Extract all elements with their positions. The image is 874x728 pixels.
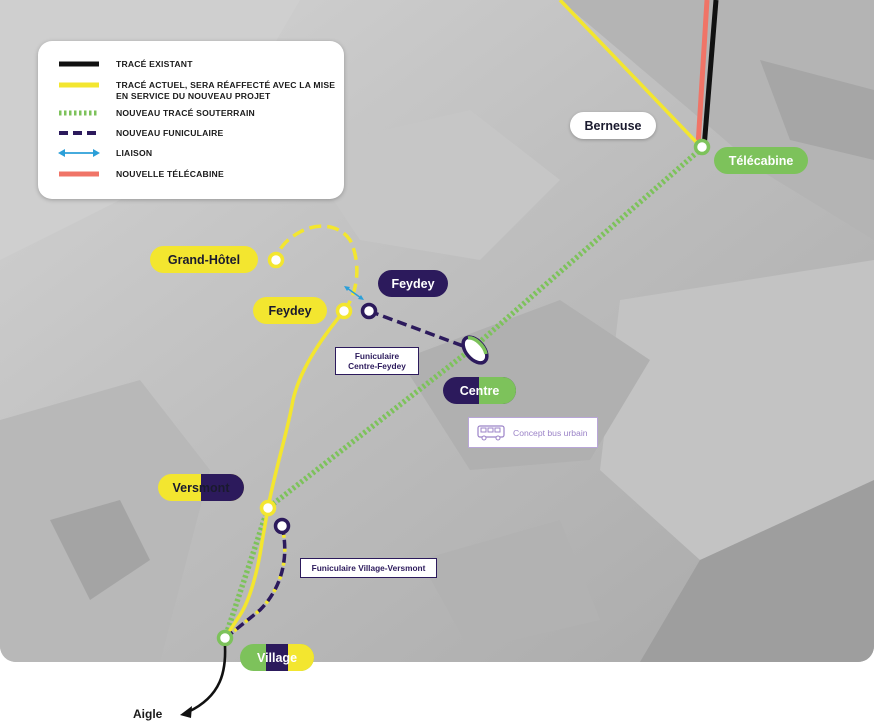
legend-label-gondola: NOUVELLE TÉLÉCABINE bbox=[116, 169, 224, 179]
legend-swatches bbox=[58, 61, 100, 177]
current-line-south bbox=[223, 309, 346, 639]
legend-label-underground: NOUVEAU TRACÉ SOUTERRAIN bbox=[116, 108, 255, 118]
station-label-grand-hotel[interactable]: Grand-Hôtel bbox=[150, 246, 258, 273]
gondola-line bbox=[695, 0, 710, 147]
station-label-telecabine[interactable]: Télécabine bbox=[714, 147, 808, 174]
aigle-arrow-icon bbox=[187, 645, 227, 714]
village-station-dot bbox=[216, 629, 234, 647]
station-label-berneuse[interactable]: Berneuse bbox=[570, 112, 656, 139]
legend-label-link: LIAISON bbox=[116, 148, 153, 158]
station-label-centre[interactable]: Centre bbox=[443, 377, 516, 404]
versmont-station-dot bbox=[259, 499, 277, 517]
funicular-village-versmont-label: Funiculaire Village-Versmont bbox=[300, 558, 437, 578]
liaison-arrow-icon bbox=[344, 286, 364, 300]
versmont-funicular-dot bbox=[273, 517, 291, 535]
funicular-centre-feydey-label: Funiculaire Centre-Feydey bbox=[335, 347, 419, 375]
funicular-centre-feydey-label-line1: Funiculaire bbox=[354, 351, 400, 361]
feydey-purple-station-dot bbox=[360, 302, 378, 320]
funicular-centre-feydey-label-line2: Centre-Feydey bbox=[348, 361, 406, 371]
station-label-feydey-purple[interactable]: Feydey bbox=[378, 270, 448, 297]
legend-label-current: TRACÉ ACTUEL, SERA RÉAFFECTÉ AVEC LA MIS… bbox=[116, 80, 336, 101]
concept-bus-text: Concept bus urbain bbox=[513, 427, 588, 438]
legend-swatch-link bbox=[58, 149, 100, 157]
grand-hotel-station-dot bbox=[267, 251, 285, 269]
bus-icon bbox=[477, 424, 505, 440]
legend-label-funicular: NOUVEAU FUNICULAIRE bbox=[116, 128, 224, 138]
feydey-yellow-station-dot bbox=[335, 302, 353, 320]
station-label-village[interactable]: Village bbox=[240, 644, 314, 671]
funicular-village-versmont bbox=[226, 525, 287, 638]
station-label-versmont[interactable]: Versmont bbox=[158, 474, 244, 501]
funicular-centre-feydey bbox=[368, 309, 475, 352]
underground-line bbox=[222, 145, 704, 639]
concept-bus-label: Concept bus urbain bbox=[468, 417, 598, 448]
existing-line bbox=[701, 0, 719, 149]
station-label-feydey-yellow[interactable]: Feydey bbox=[253, 297, 327, 324]
current-line-north bbox=[558, 0, 702, 148]
legend-label-existing: TRACÉ EXISTANT bbox=[116, 59, 193, 69]
current-line-loop bbox=[274, 224, 359, 313]
aigle-label: Aigle bbox=[133, 707, 163, 721]
legend-panel: TRACÉ EXISTANT TRACÉ ACTUEL, SERA RÉAFFE… bbox=[38, 41, 344, 199]
telecabine-station-dot bbox=[693, 138, 711, 156]
